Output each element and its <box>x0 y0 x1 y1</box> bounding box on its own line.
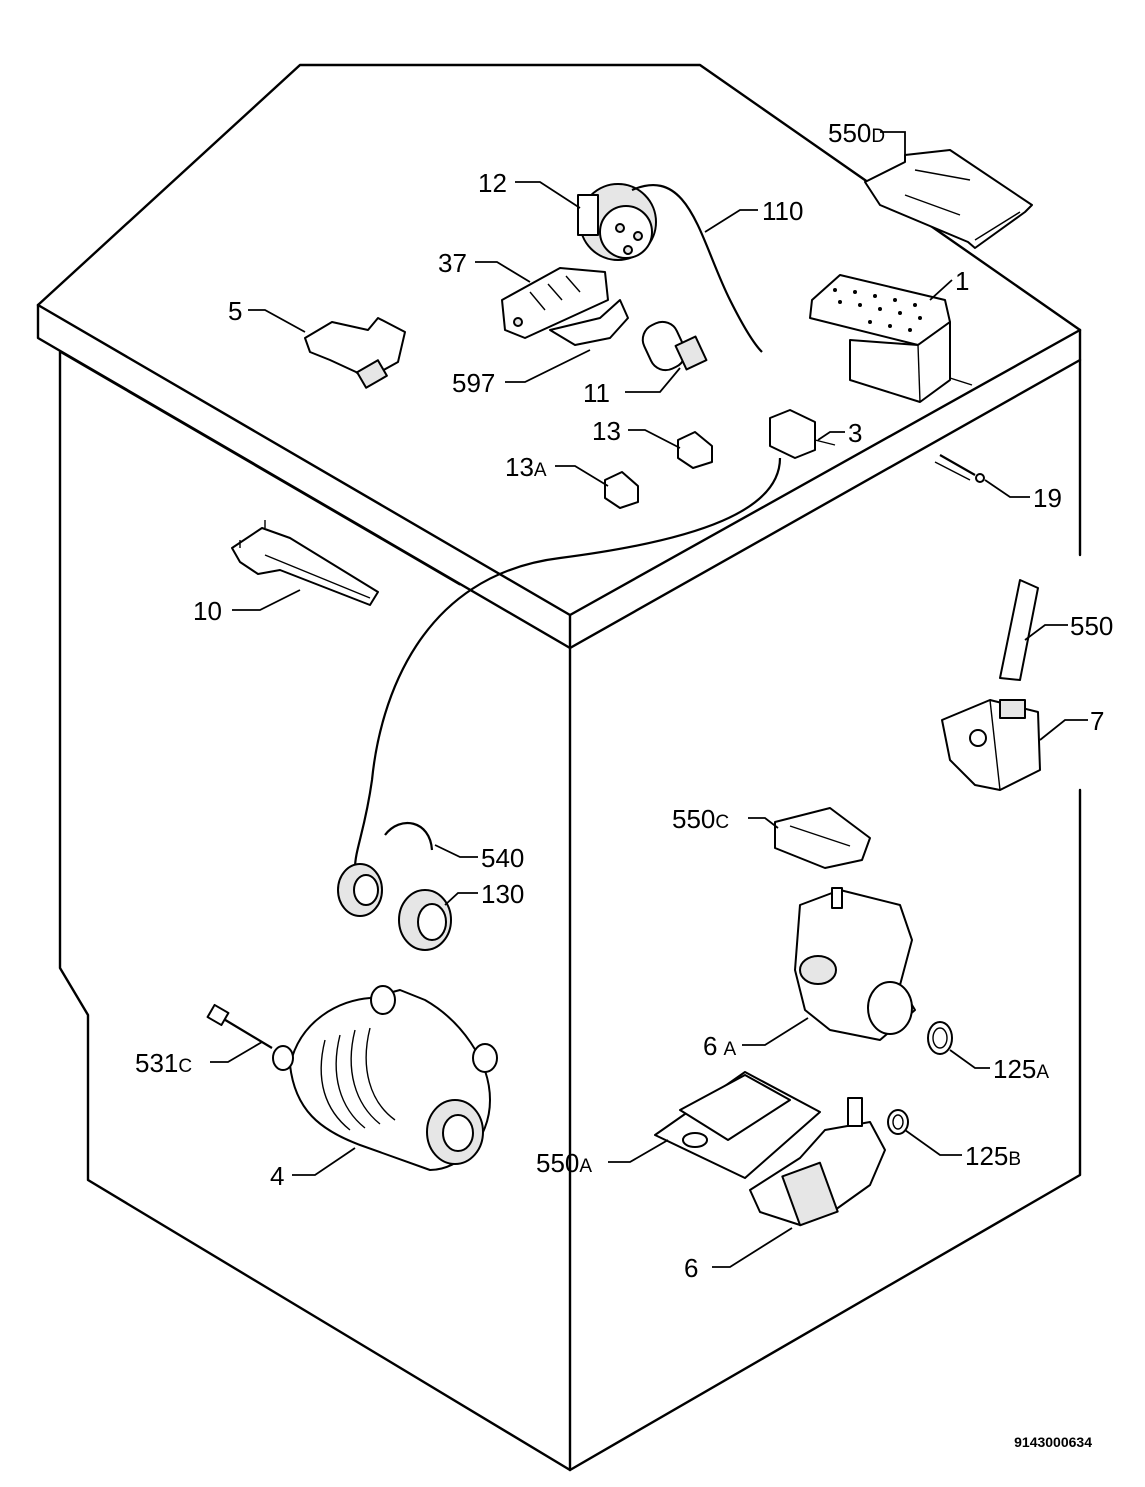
callout-13: 13 <box>592 416 621 446</box>
part-13-connector <box>677 431 713 469</box>
part-10-heating-element <box>231 520 379 606</box>
part-3-cable <box>353 457 782 869</box>
part-550c-cover <box>774 807 871 869</box>
callout-1: 1 <box>955 266 969 296</box>
part-550-bracket-arm <box>999 579 1039 681</box>
part-6-drain-pump <box>749 1097 886 1227</box>
callout-6: 6 <box>684 1253 698 1283</box>
callout-550c: 550C <box>672 804 729 834</box>
callout-5: 5 <box>228 296 242 326</box>
part-531c-screw <box>206 1003 273 1049</box>
part-5-inlet-valve <box>304 317 406 389</box>
callout-550d: 550D <box>828 118 885 148</box>
callout-labels: 550D 12 110 37 1 5 597 11 13 3 13A 19 10… <box>135 118 1113 1283</box>
callout-19: 19 <box>1033 483 1062 513</box>
part-597-clip <box>549 299 629 346</box>
callout-110: 110 <box>762 196 803 226</box>
part-4-motor <box>272 985 498 1171</box>
callout-550: 550 <box>1070 611 1113 641</box>
callout-7: 7 <box>1090 706 1104 736</box>
part-1-timer-module <box>809 274 973 403</box>
part-3-door-interlock <box>769 409 836 459</box>
callout-125b: 125B <box>965 1141 1021 1171</box>
part-125a-seal <box>927 1021 953 1055</box>
callout-11: 11 <box>583 378 610 408</box>
callout-10: 10 <box>193 596 222 626</box>
callout-597: 597 <box>452 368 495 398</box>
cabinet-outline <box>36 63 1082 1472</box>
part-11-capacitor <box>641 320 708 372</box>
part-550d-cover-plate <box>864 149 1033 249</box>
part-550a-pump-cover <box>654 1071 821 1179</box>
callout-125a: 125A <box>993 1054 1049 1084</box>
callout-3: 3 <box>848 418 862 448</box>
part-7-module <box>941 699 1041 791</box>
callout-540: 540 <box>481 843 524 873</box>
callout-4: 4 <box>270 1161 284 1191</box>
part-12-pressure-switch <box>577 183 657 261</box>
callout-13a: 13A <box>505 452 547 482</box>
document-number: 9143000634 <box>1014 1434 1092 1450</box>
module-grid-pattern <box>833 288 922 332</box>
callout-531c: 531C <box>135 1048 192 1078</box>
callout-37: 37 <box>438 248 467 278</box>
callout-12: 12 <box>478 168 507 198</box>
part-125b-seal <box>887 1109 909 1135</box>
leader-lines <box>210 131 1088 1268</box>
part-110-hose <box>631 183 763 353</box>
part-37-terminal-block <box>501 267 609 339</box>
part-130-grommet <box>337 863 452 951</box>
callout-130: 130 <box>481 879 524 909</box>
part-13a-connector <box>604 471 639 509</box>
part-540-clip <box>384 821 434 851</box>
part-19-sensor <box>934 454 985 483</box>
callout-550a: 550A <box>536 1148 592 1178</box>
part-6a-pump-housing <box>794 887 916 1041</box>
